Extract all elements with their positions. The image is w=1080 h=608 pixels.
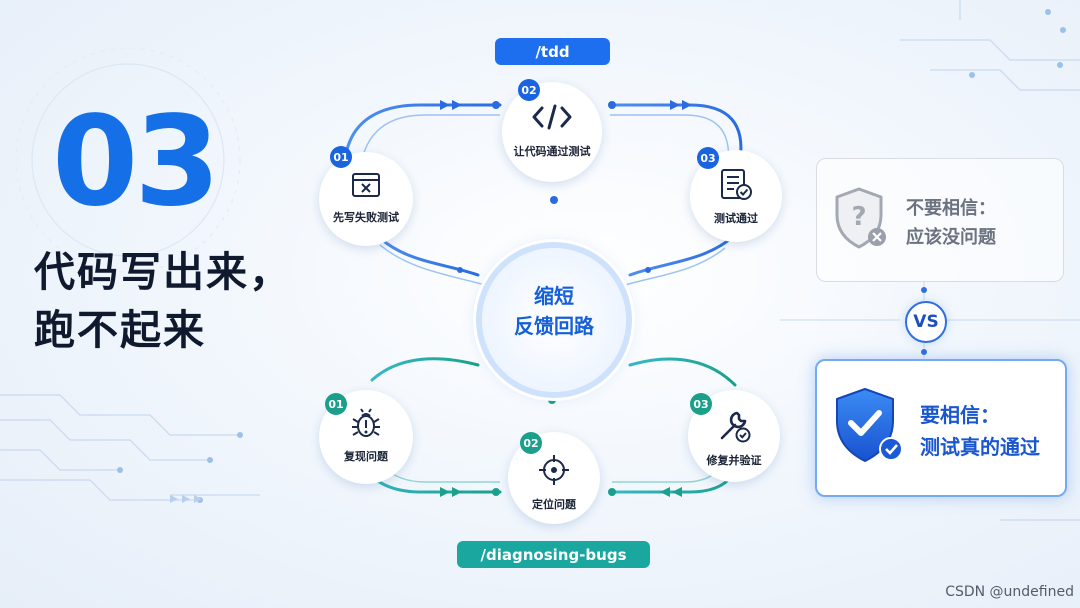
tdd-step-1-badge: 01 [330, 146, 352, 168]
headline-line-1: 代码写出来， [34, 248, 292, 296]
section-headline: 代码写出来， 跑不起来 [34, 243, 292, 359]
dont-trust-line-2: 应该没问题 [906, 227, 996, 248]
section-number: 03 [52, 90, 221, 234]
tdd-step-2-node: 让代码通过测试 [502, 82, 602, 182]
wrench-check-icon [720, 411, 751, 443]
do-trust-card: 要相信： 测试真的通过 [815, 359, 1067, 497]
tdd-step-2-label: 让代码通过测试 [513, 145, 591, 158]
failing-test-window-icon [352, 173, 380, 197]
shield-check-icon [836, 388, 903, 462]
crosshair-target-icon [539, 455, 569, 485]
tdd-arc-left [343, 103, 502, 162]
tdd-step-1-node: 先写失败测试 [319, 152, 413, 246]
svg-text:?: ? [851, 202, 866, 232]
dont-trust-line-1: 不要相信： [906, 198, 996, 219]
tdd-step-3-badge: 03 [697, 147, 719, 169]
do-trust-line-2: 测试真的通过 [920, 435, 1040, 459]
bug-step-2-label: 定位问题 [532, 498, 576, 511]
tdd-step-1-label: 先写失败测试 [333, 211, 399, 224]
headline-line-2: 跑不起来 [34, 306, 206, 354]
tdd-tag: /tdd [495, 38, 610, 65]
tdd-step-2-badge: 02 [518, 79, 540, 101]
bug-step-3-node: 修复并验证 [688, 390, 780, 482]
bug-step-3-badge: 03 [690, 393, 712, 415]
code-brackets-icon [532, 104, 572, 130]
tdd-arc-bottom-right [628, 233, 737, 277]
diagnosing-bugs-tag: /diagnosing-bugs [457, 541, 650, 568]
bug-arc-top-left [370, 357, 480, 382]
tdd-step-3-label: 测试通过 [714, 212, 758, 225]
bug-step-3-label: 修复并验证 [706, 454, 762, 467]
tdd-arc-right [608, 103, 743, 162]
vs-badge: VS [905, 301, 947, 343]
center-line-1: 缩短 [534, 284, 574, 308]
bug-icon [352, 408, 380, 437]
do-trust-line-1: 要相信： [920, 403, 1000, 427]
bug-step-2-badge: 02 [520, 432, 542, 454]
checklist-check-icon [721, 169, 752, 200]
dont-trust-card: ? 不要相信： 应该没问题 [816, 158, 1064, 282]
center-line-2: 反馈回路 [514, 314, 594, 338]
bug-step-1-badge: 01 [325, 393, 347, 415]
bug-arc-top-right [628, 357, 737, 387]
center-hub: 缩短 反馈回路 [482, 248, 626, 392]
csdn-watermark: CSDN @undefined [945, 584, 1074, 600]
shield-question-icon: ? [835, 187, 886, 249]
bug-step-1-label: 复现问题 [344, 450, 388, 463]
